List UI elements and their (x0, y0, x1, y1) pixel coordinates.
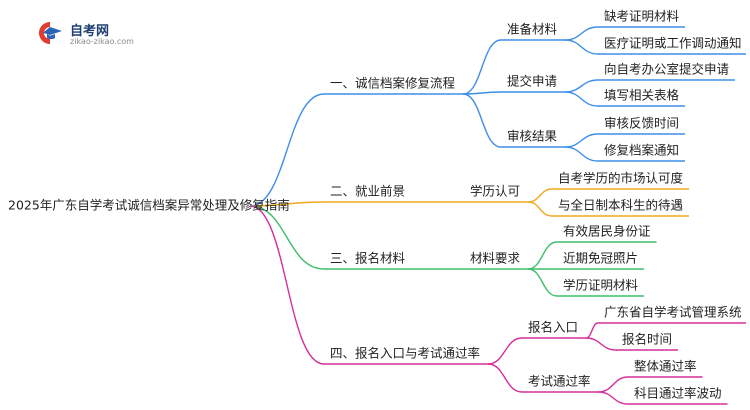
leaf-connector (527, 188, 553, 203)
sub-node: 准备材料 (507, 22, 558, 37)
sub-node: 审核结果 (507, 129, 558, 144)
leaf-connector (527, 241, 558, 270)
leaf-node: 填写相关表格 (604, 88, 680, 103)
branch-node: 一、诚信档案修复流程 (330, 76, 456, 91)
leaf-node: 有效居民身份证 (563, 224, 651, 239)
sub-connector (462, 93, 502, 148)
branch-connector (249, 205, 325, 270)
branch-node: 三、报名材料 (330, 251, 406, 266)
logo-subtitle: zikao-zikao.com (70, 37, 134, 46)
leaf-node: 修复档案通知 (604, 143, 679, 158)
graduation-cap-icon (39, 22, 62, 44)
leaf-connector (585, 322, 599, 339)
leaf-connector (527, 201, 553, 217)
leaf-node: 缺考证明材料 (604, 9, 680, 24)
node-labels: 2025年广东自学考试诚信档案异常处理及修复指南 一、诚信档案修复流程 准备材料 缺考… (8, 9, 742, 401)
leaf-node: 医疗证明或工作调动通知 (604, 36, 742, 51)
sub-connector (487, 337, 523, 365)
leaf-node: 自考学历的市场认可度 (558, 171, 684, 186)
leaf-node: 近期免冠照片 (563, 251, 638, 266)
leaf-connector (564, 26, 599, 41)
sub-node: 材料要求 (470, 251, 521, 266)
logo-title: 自考网 (70, 24, 110, 39)
leaf-node: 学历证明材料 (563, 278, 639, 293)
sub-node: 报名入口 (528, 320, 578, 335)
leaf-node: 整体通过率 (634, 359, 697, 374)
connector-lines (249, 26, 746, 405)
leaf-node: 报名时间 (622, 332, 672, 347)
branch-node: 二、就业前景 (330, 184, 405, 199)
leaf-connector (585, 337, 617, 351)
branch-connector (249, 205, 325, 365)
leaf-node: 向自考办公室提交申请 (604, 62, 729, 77)
leaf-node: 审核反馈时间 (604, 116, 679, 131)
leaf-node: 科目通过率波动 (634, 386, 722, 401)
leaf-connector (564, 39, 599, 55)
leaf-connector (598, 376, 629, 393)
leaf-node: 与全日制本科生的待遇 (558, 198, 683, 213)
branch-connector (249, 201, 325, 207)
sub-connector (487, 363, 523, 393)
leaf-connector (564, 79, 599, 93)
leaf-connector (564, 91, 599, 107)
branch-connector (249, 93, 325, 207)
sub-connector (462, 39, 502, 95)
leaf-connector (564, 133, 599, 148)
branch-node: 四、报名入口与考试通过率 (330, 346, 480, 361)
leaf-connector (527, 268, 558, 297)
sub-connector (462, 91, 502, 95)
sub-node: 考试通过率 (528, 374, 591, 389)
leaf-connector (598, 391, 629, 405)
leaf-node: 广东省自学考试管理系统 (604, 305, 742, 320)
root-node: 2025年广东自学考试诚信档案异常处理及修复指南 (8, 198, 290, 213)
leaf-connector (564, 146, 599, 162)
sub-node: 学历认可 (470, 184, 520, 199)
sub-node: 提交申请 (507, 74, 557, 89)
site-logo: 自考网 zikao-zikao.com (36, 20, 166, 48)
